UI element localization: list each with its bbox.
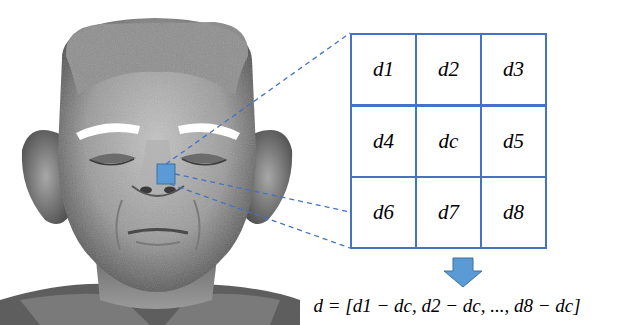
cell-label: d5 xyxy=(503,129,524,154)
cell-label: dc xyxy=(439,129,459,154)
grid-cell: d8 xyxy=(480,176,547,249)
zoom-lines xyxy=(166,33,350,248)
grid-cell: d4 xyxy=(350,105,417,178)
cell-label: d1 xyxy=(373,57,394,82)
cell-label: d6 xyxy=(373,200,394,225)
grid-cell: d5 xyxy=(480,105,547,178)
grid-cell: d6 xyxy=(350,176,417,249)
cell-label: d2 xyxy=(438,57,459,82)
down-arrow xyxy=(444,258,482,287)
cell-label: d8 xyxy=(503,200,524,225)
patch-marker xyxy=(157,164,175,184)
grid-cell: d2 xyxy=(415,33,482,106)
formula-label: d = [d1 − dc, d2 − dc, ..., d8 − dc] xyxy=(313,295,580,317)
grid-cell: d3 xyxy=(480,33,547,106)
cell-label: d4 xyxy=(373,129,394,154)
cell-label: d3 xyxy=(503,57,524,82)
grid-cell: d7 xyxy=(415,176,482,249)
grid-cell: dc xyxy=(415,105,482,178)
cell-label: d7 xyxy=(438,200,459,225)
grid-cell: d1 xyxy=(350,33,417,106)
